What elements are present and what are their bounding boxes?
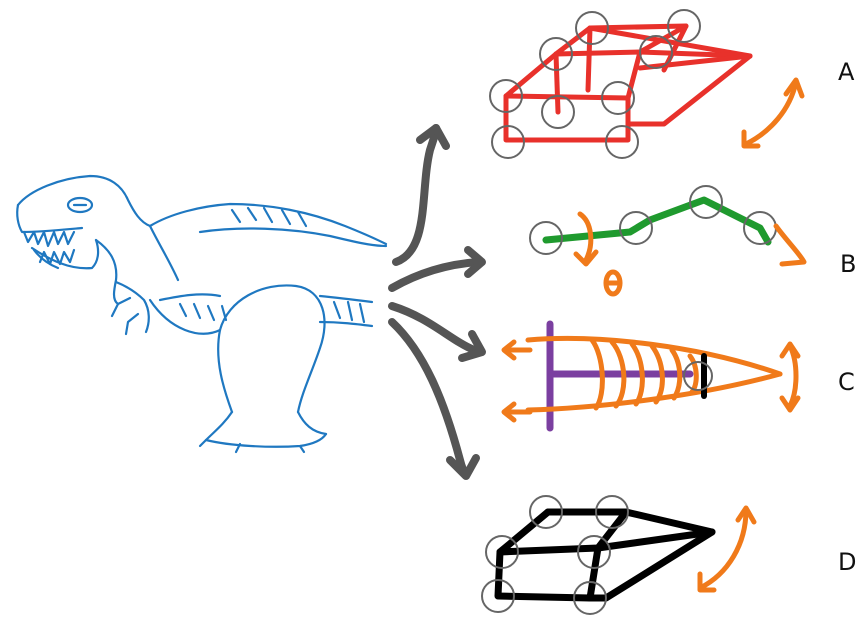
joint-circle <box>577 535 611 569</box>
joint-circle <box>485 535 519 569</box>
joint-circle <box>639 35 673 69</box>
joint-circle <box>489 79 523 113</box>
label-b: B <box>840 250 857 278</box>
joint-circle <box>481 579 515 613</box>
joint-circle <box>573 581 607 615</box>
label-a: A <box>838 58 855 86</box>
joint-circle <box>689 185 723 219</box>
panel-c-cone-rig <box>501 320 801 432</box>
rotate-arrow-icon <box>577 211 594 263</box>
rotate-arrow-icon <box>697 505 757 593</box>
joint-circle <box>619 211 653 245</box>
joint-circle <box>529 221 563 255</box>
label-c: C <box>838 368 855 396</box>
joint-circle <box>539 37 573 71</box>
joint-circle <box>601 81 635 115</box>
dinosaur-sketch <box>16 174 388 454</box>
arrow-to-d-head <box>446 454 480 480</box>
mapping-arrows <box>388 124 486 480</box>
arrow-to-c <box>388 302 478 354</box>
label-d: D <box>838 548 857 576</box>
joint-circle <box>541 95 575 129</box>
arrow-to-b <box>388 258 482 292</box>
joint-circle <box>575 11 609 45</box>
rotate-arrow-icon <box>741 77 805 149</box>
panel-d-box-rig <box>481 495 757 615</box>
joint-circle <box>529 495 563 529</box>
rotate-arrow-icon <box>773 223 807 267</box>
panel-b-chain-rig <box>529 185 807 297</box>
arrow-to-a <box>392 124 440 266</box>
joint-circle <box>683 361 713 391</box>
arrow-to-d <box>388 318 470 478</box>
joint-circle <box>491 125 525 159</box>
arrow-to-a-head <box>416 124 450 150</box>
joint-circle <box>595 495 629 529</box>
arrow-to-c-head <box>458 330 486 362</box>
arrow-to-b-head <box>464 246 486 278</box>
panel-a-box-rig <box>489 9 805 159</box>
joint-circle <box>605 125 639 159</box>
joint-circle <box>667 9 701 43</box>
